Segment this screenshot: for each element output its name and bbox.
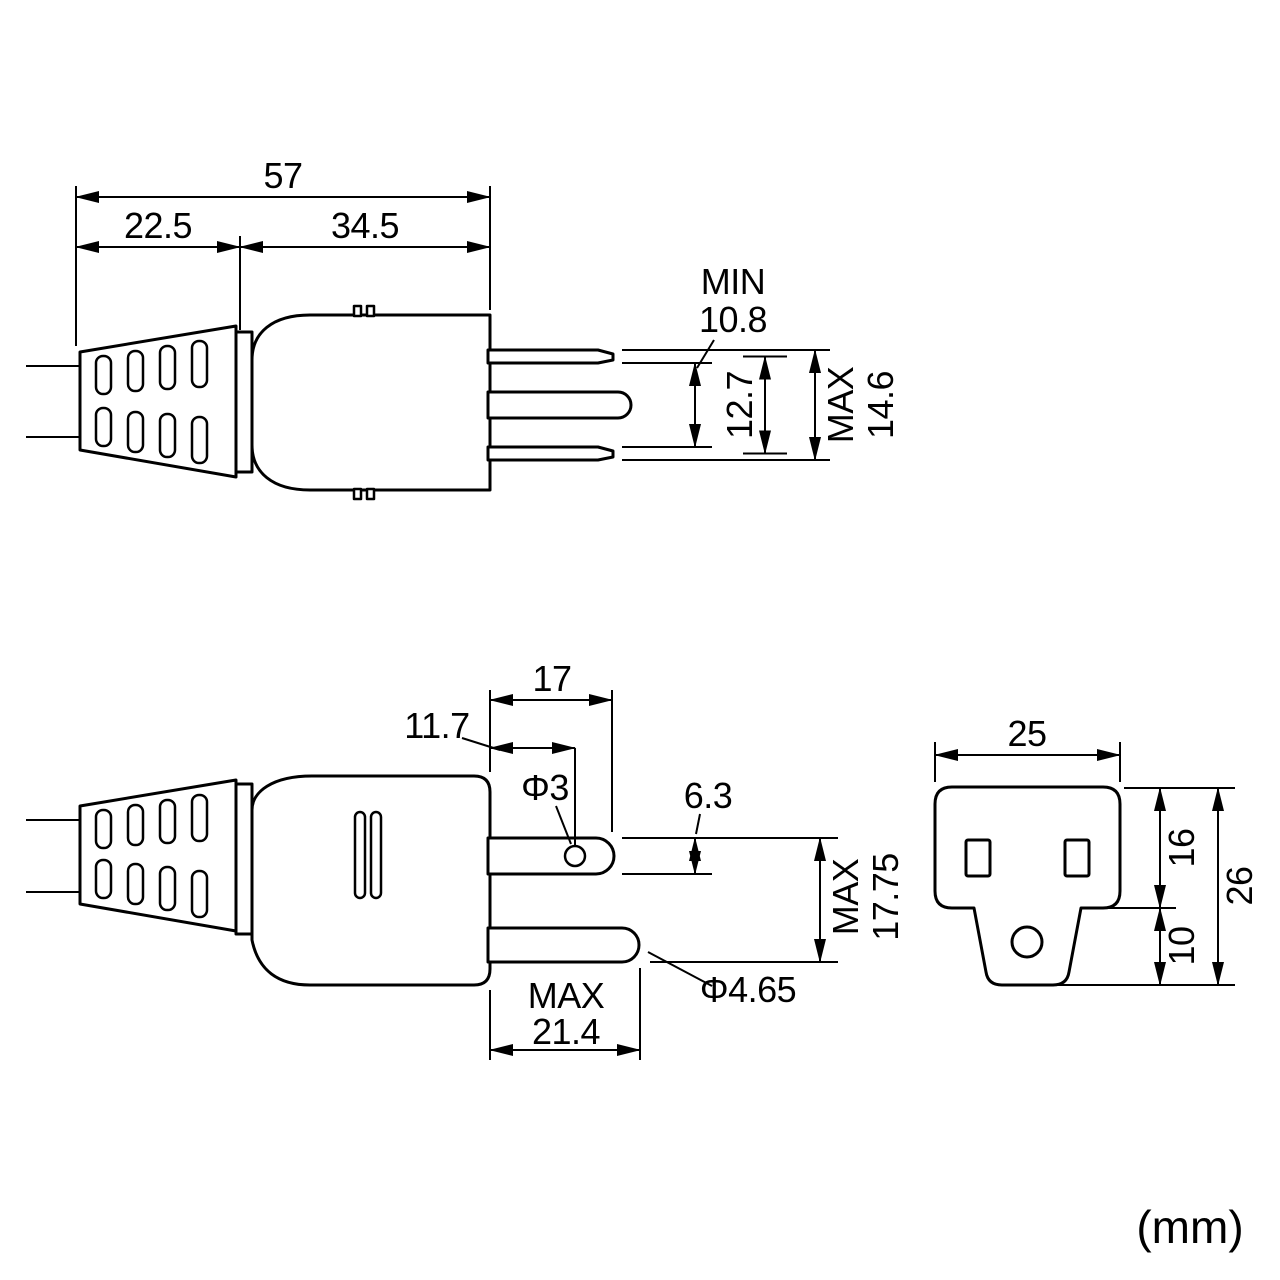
blade-hole [563, 844, 587, 868]
dim-hole-offset-label: 11.7 [404, 705, 469, 746]
dim-boot-label: 22.5 [124, 205, 192, 246]
plug-flange [234, 330, 254, 474]
upper-blade [486, 348, 615, 365]
dim-pin-diameter-label: Φ4.65 [700, 969, 796, 1010]
plug-flange [234, 782, 254, 936]
dim-blade-length-label: 17 [532, 658, 571, 699]
dim-pin-length-value: 21.4 [532, 1011, 600, 1052]
outlet-slot-left [964, 838, 992, 878]
ground-pin [486, 390, 633, 420]
units-label: (mm) [1136, 1201, 1243, 1253]
strain-relief-boot [78, 324, 238, 479]
strain-relief-boot [78, 778, 238, 933]
dim-outer-max-word: MAX [820, 366, 861, 443]
plug-body [250, 313, 492, 492]
dim-depth-max-word: MAX [825, 858, 866, 935]
dim-total-height-label: 26 [1219, 866, 1260, 905]
dim-gap-min-value: 10.8 [699, 299, 767, 340]
dim-tab-height-label: 10 [1161, 926, 1202, 965]
dim-gap-min-word: MIN [701, 261, 766, 302]
ground-pin [486, 926, 641, 964]
dim-depth-max-value: 17.75 [865, 853, 906, 941]
dim-body-label: 34.5 [331, 205, 399, 246]
dim-total-label: 57 [263, 155, 302, 196]
dim-pin-length-word: MAX [528, 975, 605, 1016]
boot-ribs [94, 793, 209, 919]
outlet-slot-right [1063, 838, 1091, 878]
lower-blade [486, 445, 615, 462]
dim-blade-width-label: 6.3 [684, 775, 733, 816]
flat-blade [486, 836, 616, 876]
dim-hole-diameter-label: Φ3 [521, 767, 569, 808]
dim-pitch-label: 12.7 [719, 371, 760, 439]
dim-upper-height-label: 16 [1161, 828, 1202, 867]
dim-outer-max-value: 14.6 [860, 371, 901, 439]
mold-marks [352, 304, 376, 501]
dim-width-label: 25 [1007, 713, 1046, 754]
outlet-ground-hole [1010, 925, 1044, 959]
side-view: 17 11.7 Φ3 6.3 MAX 17.75 Φ4.65 MAX 21.4 [26, 658, 906, 1060]
outlet-view: 25 16 10 26 [933, 713, 1260, 987]
boot-ribs [94, 339, 209, 465]
outlet-body [933, 785, 1122, 987]
top-view: 57 22.5 34.5 MIN 10.8 12.7 MAX 14.6 [26, 155, 901, 501]
body-slits [353, 810, 383, 900]
